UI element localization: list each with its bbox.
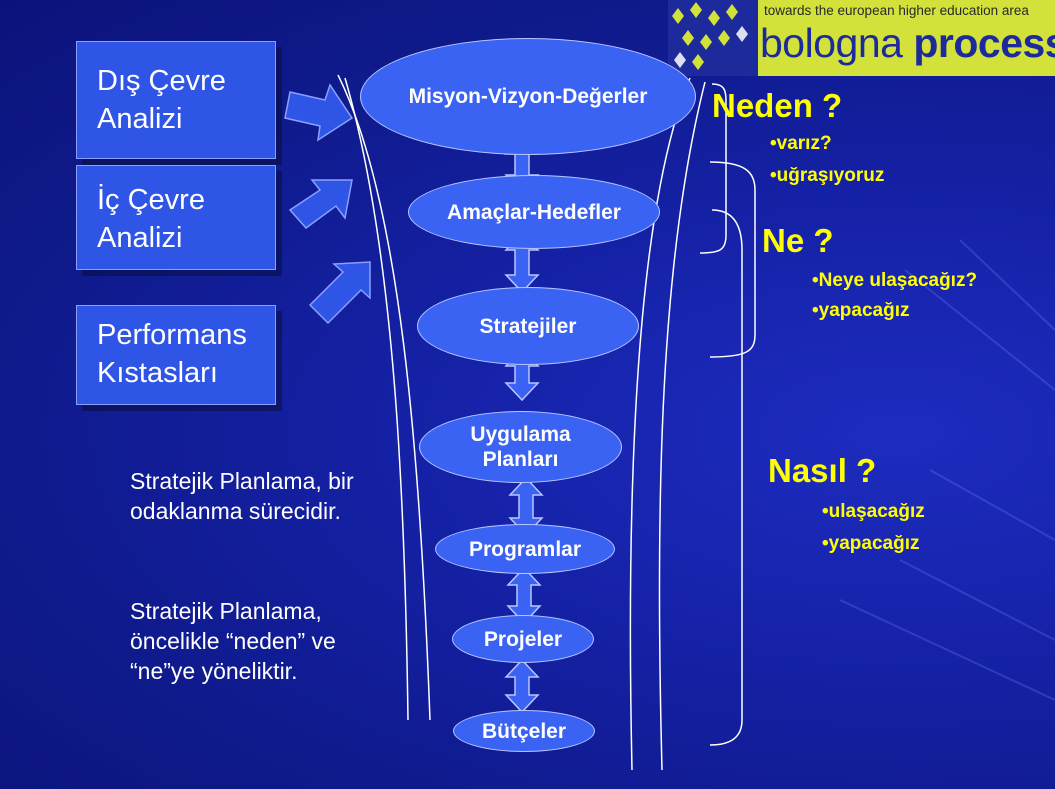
box-line: Analizi bbox=[97, 222, 183, 254]
question-ne: Ne ? bbox=[762, 222, 834, 259]
question-nasil: Nasıl ? bbox=[768, 452, 877, 489]
logo-tagline: towards the european higher education ar… bbox=[764, 3, 1029, 18]
logo-name-light: bologna bbox=[760, 20, 903, 66]
box-performans-kistaslari: Performans Kıstasları bbox=[76, 305, 276, 405]
stars-logo-icon bbox=[668, 0, 758, 76]
ellipse-programlar: Programlar bbox=[435, 524, 615, 574]
question-brackets bbox=[699, 83, 756, 746]
box-line: Dış Çevre bbox=[97, 65, 226, 97]
bracket-nasil bbox=[709, 209, 743, 746]
input-arrows bbox=[284, 83, 371, 325]
box-line: Analizi bbox=[97, 103, 183, 135]
ellipse-uygulama-planlari: Uygulama Planları bbox=[419, 411, 622, 483]
logo-name: bologna process bbox=[760, 20, 1055, 67]
bologna-process-logo: towards the european higher education ar… bbox=[668, 0, 1055, 76]
note-odaklanma: Stratejik Planlama, bir odaklanma süreci… bbox=[130, 468, 354, 524]
arrow-performans bbox=[308, 261, 371, 325]
arrow-ic-cevre bbox=[288, 179, 353, 230]
box-ic-cevre-analizi: İç Çevre Analizi bbox=[76, 165, 276, 270]
box-line: Kıstasları bbox=[97, 357, 218, 389]
logo-name-bold: process bbox=[913, 20, 1055, 66]
note-neden-ne: Stratejik Planlama, öncelikle “neden” ve… bbox=[130, 598, 336, 684]
background-streaks bbox=[839, 239, 1055, 701]
question-ne-item: •yapacağız bbox=[812, 300, 910, 321]
ellipse-butceler: Bütçeler bbox=[453, 710, 595, 752]
ellipse-misyon-vizyon-degerler: Misyon-Vizyon-Değerler bbox=[360, 38, 696, 155]
question-neden: Neden ? bbox=[712, 87, 843, 124]
question-nasil-item: •ulaşacağız bbox=[822, 501, 925, 522]
connector-6 bbox=[504, 658, 540, 714]
ellipse-projeler: Projeler bbox=[452, 615, 594, 663]
box-dis-cevre-analizi: Dış Çevre Analizi bbox=[76, 41, 276, 159]
question-neden-item: •uğraşıyoruz bbox=[770, 165, 885, 186]
question-neden-item: •varız? bbox=[770, 133, 832, 154]
question-ne-item: •Neye ulaşacağız? bbox=[812, 270, 978, 291]
bracket-neden bbox=[699, 83, 727, 254]
ellipse-amaclar-hedefler: Amaçlar-Hedefler bbox=[408, 175, 660, 249]
box-line: Performans bbox=[97, 319, 247, 351]
question-nasil-item: •yapacağız bbox=[822, 533, 920, 554]
funnel-outline bbox=[337, 74, 706, 771]
bracket-ne bbox=[709, 161, 756, 358]
box-line: İç Çevre bbox=[97, 184, 205, 216]
ellipse-stratejiler: Stratejiler bbox=[417, 287, 639, 365]
arrow-dis-cevre bbox=[284, 83, 354, 142]
